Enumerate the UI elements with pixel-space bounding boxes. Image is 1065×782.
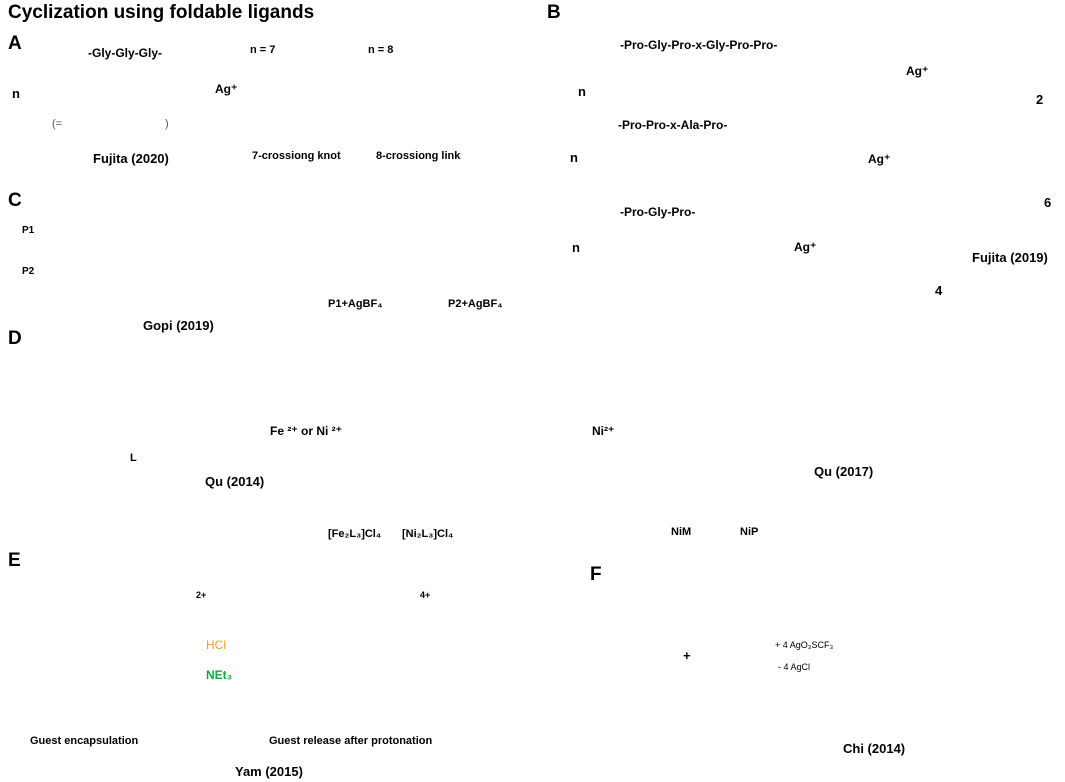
- panel-c-p1-structure: [39, 207, 218, 257]
- panel-e-charge2: 4+: [420, 590, 431, 600]
- panel-b-seq3: -Pro-Gly-Pro-: [620, 205, 696, 219]
- panel-b-sub3: 4: [935, 283, 943, 298]
- panel-c-cap2: P2+AgBF₄: [448, 298, 503, 310]
- panel-f-reactant-red: [711, 613, 761, 709]
- panel-f-product: [845, 597, 1021, 729]
- panel-c-p2-structure: [39, 247, 218, 299]
- panel-c-p1: P1: [22, 225, 35, 236]
- panel-e-citation: Yam (2015): [235, 764, 303, 779]
- panel-a-knot: [250, 58, 334, 142]
- panel-d-label: D: [8, 328, 22, 349]
- panel-a-sequence: -Gly-Gly-Gly-: [88, 46, 163, 60]
- panel-b-ligand2: [585, 131, 824, 175]
- panel-b-sub1: 2: [1036, 92, 1044, 107]
- panel-a-ligand-cartoon: [60, 116, 156, 130]
- panel-d-cap-nip: NiP: [740, 526, 759, 538]
- panel-b-seq2: -Pro-Pro-x-Ala-Pro-: [618, 118, 728, 132]
- panel-a-close-paren: ): [165, 118, 169, 130]
- panel-b-reagent1: Ag⁺: [906, 64, 929, 78]
- panel-e-guest2: [463, 613, 557, 671]
- panel-b-ligand1: [595, 63, 870, 101]
- panel-e-release-arrow: [368, 644, 466, 687]
- panel-d-ligand2-structure: [529, 337, 560, 529]
- panel-f-reagent-top: + 4 AgO₃SCF₃: [775, 640, 834, 650]
- panel-e-acid: HCl: [206, 638, 226, 652]
- panel-a-link-caption: 8-crossiong link: [376, 150, 461, 162]
- panel-e-cap1: Guest encapsulation: [30, 735, 139, 747]
- panel-f-reagent-bottom: - 4 AgCl: [778, 662, 811, 672]
- panel-d-citation2: Qu (2017): [814, 464, 874, 479]
- panel-d-ligand-structure: [29, 395, 182, 441]
- panel-b-product2: [917, 120, 1041, 212]
- panel-c-p2: P2: [22, 266, 35, 277]
- panel-b-product3: [835, 228, 931, 290]
- panel-a-knot-n: n = 7: [250, 44, 276, 56]
- panel-e-charge1: 2+: [196, 590, 207, 600]
- panel-d-nim: [650, 356, 692, 522]
- panel-a-label: A: [8, 33, 22, 54]
- panel-a-reagent: Ag⁺: [215, 82, 238, 96]
- panel-e-cap2: Guest release after protonation: [269, 735, 433, 747]
- panel-b-reagent3: Ag⁺: [794, 240, 817, 254]
- panel-e-guest1: [95, 629, 173, 689]
- panel-f-plus: +: [683, 648, 691, 663]
- panel-a-knot-caption: 7-crossiong knot: [252, 150, 341, 162]
- panel-b-n1: n: [578, 84, 586, 99]
- panel-f-label: F: [590, 564, 602, 585]
- panel-c-p2-model: [405, 192, 527, 300]
- panel-b-n2: n: [570, 150, 578, 165]
- panel-a-link: [364, 56, 452, 144]
- panel-c-label: C: [8, 190, 22, 211]
- panel-d-helicate-ni: [407, 359, 437, 519]
- panel-b-ligand3: [587, 221, 766, 257]
- panel-d-cap-ni: [Ni₂L₃]Cl₄: [402, 528, 454, 540]
- panel-a-n: n: [12, 86, 20, 101]
- panel-c-citation: Gopi (2019): [143, 318, 214, 333]
- panel-d-reagent1: Fe ²⁺ or Ni ²⁺: [270, 424, 342, 438]
- panel-b-label: B: [547, 2, 561, 23]
- panel-b-sub2: 6: [1044, 195, 1052, 210]
- panel-a-ligand-structure: [31, 68, 184, 103]
- panel-f-reactant-blue: [607, 593, 652, 737]
- panel-a-equals: (=: [52, 118, 63, 130]
- panel-c-p1-model: [233, 205, 416, 301]
- panel-d-cap-nim: NiM: [671, 526, 692, 538]
- panel-e-label: E: [8, 550, 21, 571]
- panel-b-product1: [953, 50, 1031, 102]
- panel-b-citation: Fujita (2019): [972, 250, 1048, 265]
- panel-d-helicate-fe: [335, 359, 365, 519]
- panel-e-cage2: [262, 599, 420, 725]
- panel-e-base: NEt₃: [206, 668, 233, 682]
- panel-e-cage1: [40, 599, 200, 725]
- panel-b-reagent2: Ag⁺: [868, 152, 891, 166]
- figure-title: Cyclization using foldable ligands: [8, 2, 315, 23]
- panel-d-ligand: L: [130, 452, 137, 464]
- panel-b-seq1: -Pro-Gly-Pro-x-Gly-Pro-Pro-: [620, 38, 778, 52]
- panel-f-citation: Chi (2014): [843, 741, 906, 756]
- panel-b-n3: n: [572, 240, 580, 255]
- panel-a-citation: Fujita (2020): [93, 151, 169, 166]
- panel-d-citation1: Qu (2014): [205, 474, 265, 489]
- panel-a-link-n: n = 8: [368, 44, 394, 56]
- panel-d-cap-fe: [Fe₂L₃]Cl₄: [328, 528, 382, 540]
- panel-c-cap1: P1+AgBF₄: [328, 298, 383, 310]
- panel-d-reagent2: Ni²⁺: [592, 424, 615, 438]
- panel-d-nip: [744, 356, 786, 522]
